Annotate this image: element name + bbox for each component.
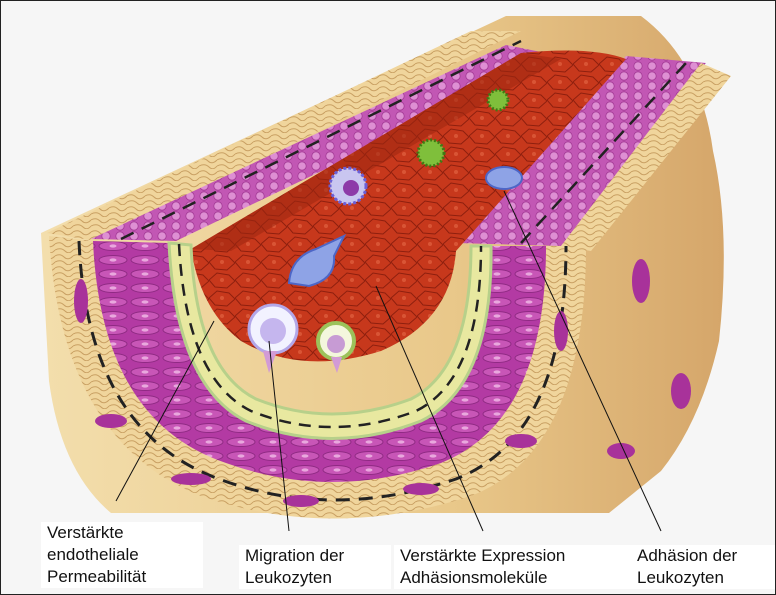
label-adhesion-molecule-expression: Verstärkte Expression Adhäsionsmoleküle	[394, 545, 636, 589]
label-endothelial-permeability: Verstärkte endotheliale Permeabilität	[41, 522, 203, 588]
label-leukocyte-migration: Migration der Leukozyten	[239, 545, 391, 589]
label-leukocyte-adhesion: Adhäsion der Leukozyten	[631, 545, 776, 589]
